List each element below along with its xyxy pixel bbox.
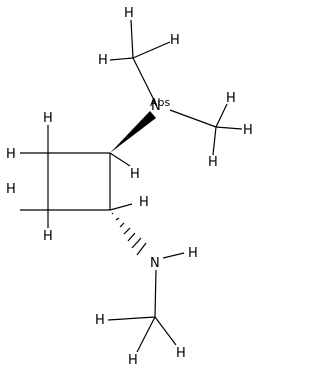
atom-h-top-methyl-3: H xyxy=(98,53,108,68)
atom-h-on-n-lower: H xyxy=(188,246,198,261)
hashed-bond-bottom xyxy=(111,212,147,256)
wedge-bond-top xyxy=(110,111,156,153)
structure-canvas: H H H N Abs H H H H H H H H H N H H H H xyxy=(6,6,253,368)
atom-n-upper: N xyxy=(151,99,161,114)
bond-stereo-h-bottom xyxy=(109,203,133,211)
bond-ch3-up-h1 xyxy=(130,19,134,59)
bond-ch3-low-h1 xyxy=(107,316,156,321)
bond-ch3-up-h3 xyxy=(109,57,134,61)
stereo-abs-label: Abs xyxy=(150,96,171,109)
atom-h-low-methyl-3: H xyxy=(176,346,186,361)
bond-ch3-up-h2 xyxy=(132,41,171,59)
bond-stereo-h-top xyxy=(109,152,131,167)
bond-n2-h xyxy=(162,252,185,259)
atom-h-ring-stereo-top: H xyxy=(130,167,140,182)
bond-ch3-low-h3 xyxy=(154,316,177,346)
atom-h-ring-1: H xyxy=(43,111,53,126)
bond-ch3-low-h2 xyxy=(136,316,156,353)
atom-n-lower: N xyxy=(150,256,160,271)
atom-h-top-methyl-1: H xyxy=(124,6,134,21)
bond-ch3-right-h1 xyxy=(215,103,228,128)
atom-h-ring-2: H xyxy=(6,147,16,162)
bond-ch3-right-h2 xyxy=(215,126,243,130)
bond-n1-methyl-right xyxy=(169,109,217,128)
atom-h-top-methyl-2: H xyxy=(170,33,180,48)
bond-ch3-right-h3 xyxy=(212,126,217,156)
atom-h-right-methyl-3: H xyxy=(208,155,218,170)
atom-h-right-methyl-1: H xyxy=(226,91,236,106)
chemical-structure: H H H N Abs H H H H H H H H H N H H H H xyxy=(6,6,253,368)
bond-n1-methyl-up xyxy=(132,57,156,103)
bond-n2-methyl xyxy=(154,269,157,318)
atom-h-right-methyl-2: H xyxy=(243,123,253,138)
atom-h-ring-4: H xyxy=(43,229,53,244)
atom-h-ring-stereo-bottom: H xyxy=(139,195,149,210)
atom-h-low-methyl-1: H xyxy=(95,313,105,328)
atom-h-ring-3: H xyxy=(6,182,16,197)
atom-h-low-methyl-2: H xyxy=(128,353,138,368)
